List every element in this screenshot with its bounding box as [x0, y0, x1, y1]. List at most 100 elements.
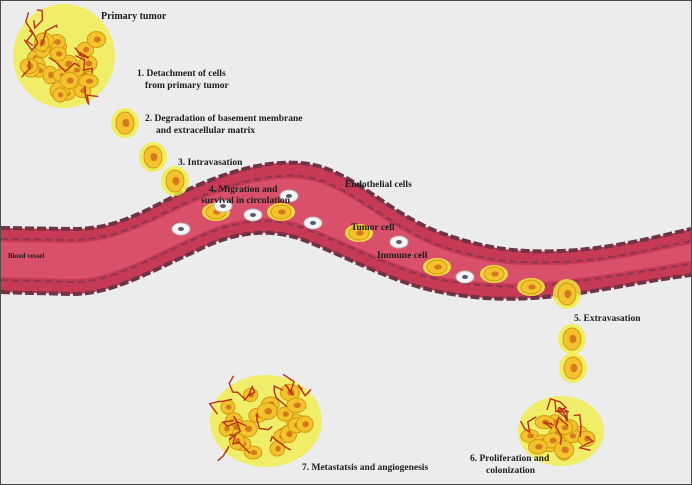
- tumor-cell-nucleus: [85, 78, 94, 84]
- tumor-cell-nucleus: [56, 51, 63, 57]
- capillary: [578, 436, 595, 451]
- endothelial-cells-label: Endothelial cells: [345, 180, 412, 190]
- tumor-cell-nucleus: [282, 411, 289, 417]
- migrating-tumor-cell: [562, 327, 582, 351]
- circulating-tumor-cell: [426, 259, 448, 275]
- mass-tumor-cell: [269, 440, 286, 457]
- mass-tumor-cell: [554, 440, 575, 460]
- migrating-cells: [111, 108, 587, 383]
- tumor-cell-nucleus: [293, 402, 301, 409]
- mass-tumor-cell: [528, 438, 548, 455]
- capillary: [243, 384, 256, 401]
- capillary: [228, 375, 247, 401]
- mass-tumor-cell: [220, 399, 236, 415]
- step2-label-line2: and extracellular matrix: [156, 126, 256, 136]
- mass-tumor-cell: [52, 87, 68, 103]
- mass-tumor-cell: [49, 46, 67, 62]
- tumor-cell-nucleus: [569, 334, 577, 344]
- tumor-cell-nucleus: [561, 446, 569, 454]
- capillary: [74, 47, 90, 59]
- migrating-tumor-cell: [563, 356, 583, 380]
- capillary: [40, 24, 58, 47]
- step6-label-line1: 6. Proliferation and: [470, 454, 550, 464]
- mass-tumor-cell: [296, 415, 314, 433]
- migrating-tumor-cell: [143, 145, 163, 169]
- tumor-cell-nucleus: [93, 36, 101, 43]
- step1-label-line1: 1. Detachment of cells: [137, 69, 226, 79]
- capillary: [217, 445, 230, 462]
- capillary: [520, 416, 537, 434]
- capillary: [228, 415, 242, 441]
- tumor-cell-nucleus: [356, 230, 364, 236]
- capillary: [297, 384, 312, 397]
- step4-label-line2: survival in circulation: [201, 196, 291, 206]
- tumor-cell-nucleus: [58, 92, 64, 98]
- capillary: [270, 435, 292, 451]
- tumor-cell-nucleus: [528, 284, 536, 290]
- step1-label-line2: from primary tumor: [145, 81, 229, 91]
- capillary: [75, 55, 93, 74]
- colonization-mass: [518, 396, 604, 466]
- tumor-cell-nucleus: [434, 264, 442, 270]
- tumor-cell-nucleus: [549, 437, 557, 444]
- tumor-cell-nucleus: [122, 118, 130, 128]
- mass-tumor-cell: [243, 445, 263, 460]
- blood-vessel-label: Blood vessel: [8, 252, 45, 260]
- primary-tumor-label: Primary tumor: [101, 11, 167, 22]
- mass-tumor-cell: [78, 73, 99, 89]
- tumor-cell-nucleus: [264, 408, 273, 415]
- migrating-tumor-cell: [165, 169, 185, 193]
- capillary: [229, 434, 251, 454]
- tumor-cell-nucleus: [286, 430, 293, 438]
- circulating-tumor-cell: [270, 204, 292, 220]
- tumor-cell-nucleus: [569, 433, 577, 439]
- tumor-cell-nucleus: [584, 435, 591, 442]
- capillary: [33, 9, 44, 30]
- vessel-top-wall: [1, 160, 691, 254]
- tumor-cell-nucleus: [48, 71, 54, 79]
- tumor-cell-nucleus: [527, 433, 535, 439]
- step4-label-line1: 4. Migration and: [209, 185, 278, 195]
- tumor-cell-nucleus: [150, 152, 158, 162]
- immune-cell-nucleus: [220, 204, 226, 208]
- mass-tumor-cell: [59, 71, 79, 90]
- capillary: [573, 414, 582, 438]
- circulating-cells: [171, 189, 545, 296]
- mass-tumor-cell: [86, 31, 107, 48]
- capillary: [208, 398, 233, 415]
- tumor-cell-nucleus: [83, 46, 90, 53]
- tumor-cell-nucleus: [85, 60, 93, 67]
- primary-tumor-mass: [13, 4, 115, 108]
- tumor-cell-nucleus: [491, 271, 499, 277]
- immune-cell-nucleus: [178, 227, 184, 231]
- capillary: [256, 413, 273, 431]
- vessel-top-inner-wall: [1, 174, 691, 264]
- tumor-cell-label: Tumor cell: [351, 223, 395, 233]
- immune-cell-nucleus: [310, 221, 316, 225]
- circulating-tumor-cell: [483, 266, 505, 282]
- tumor-cell-nucleus: [66, 77, 74, 84]
- capillary: [273, 384, 288, 408]
- tumor-cell-nucleus: [224, 425, 230, 432]
- tumor-cell-nucleus: [225, 404, 232, 410]
- step5-label: 5. Extravasation: [574, 314, 641, 324]
- immune-cell-nucleus: [250, 213, 256, 217]
- capillary: [221, 420, 247, 428]
- tumor-cell-nucleus: [561, 425, 569, 431]
- migrating-tumor-cell: [115, 111, 135, 135]
- step6-label-line2: colonization: [486, 466, 536, 476]
- mass-tumor-cell: [256, 402, 278, 421]
- immune-cell-nucleus: [462, 275, 468, 279]
- circulating-tumor-cell: [520, 279, 542, 295]
- capillary: [48, 57, 81, 73]
- tumor-cell-nucleus: [172, 176, 180, 186]
- step3-label: 3. Intravasation: [178, 158, 243, 168]
- capillary: [24, 12, 34, 47]
- tumor-cell-nucleus: [73, 67, 81, 73]
- mass-tumor-cell: [42, 65, 58, 85]
- capillary: [556, 406, 569, 421]
- tumor-cell-nucleus: [302, 421, 309, 428]
- tumor-cell-nucleus: [278, 209, 286, 215]
